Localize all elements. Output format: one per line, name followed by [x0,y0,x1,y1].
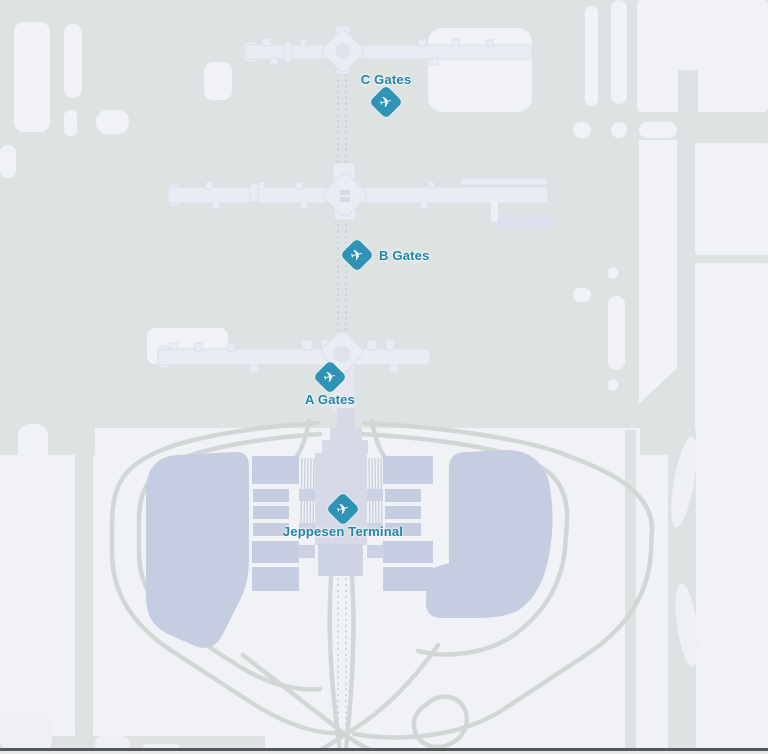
runway-pavement [639,140,677,404]
apron [64,24,82,98]
terminal-step [337,408,354,430]
hub-core [333,345,351,363]
marker-b-gates-label: B Gates [379,247,430,263]
marker-c-gates-label: C Gates [360,72,412,87]
marker-jeppesen-terminal-label: Jeppesen Terminal [282,524,404,539]
garage-block [385,506,421,519]
a-gates-marker-diamond[interactable]: ✈ [313,360,347,394]
road-access-south [327,574,343,753]
concourse-b [167,162,551,228]
road-loop-west-inner [136,431,323,692]
concourse-bar [245,44,533,60]
taxiway-leaf [675,583,699,667]
airplane-icon: ✈ [377,91,395,112]
garage-block [383,541,433,563]
concourse-upper-deck [459,177,549,186]
airplane-icon: ✈ [334,498,352,519]
taxiway [608,296,625,370]
terminal-step [322,440,368,454]
garage-connector [299,489,315,501]
concourse-c [243,25,533,75]
pavement-details [0,436,699,754]
marker-a-gates[interactable]: ✈ A Gates [270,360,390,407]
garage-block [252,567,299,591]
taxiway [585,6,598,106]
gate-stubs [204,181,436,210]
airplane-icon: ✈ [348,244,366,265]
runway-pavement [695,143,768,255]
gate-stubs [261,37,494,66]
apron [18,424,48,464]
terminal-area-pavement [0,455,768,751]
garage-block [253,506,289,519]
taxiway [573,122,591,138]
road-loop-east-inner [359,431,570,657]
hub-core [340,197,350,202]
taxiway [573,288,591,302]
parking-lot-east [425,450,553,618]
grass-strip [0,736,265,751]
garage-block [383,456,433,484]
runway-pavement [695,263,768,463]
garage-connector [367,545,384,558]
terminal-approach [322,408,368,454]
terminal-south-wing [318,544,363,576]
road-loop-east-outer [351,420,655,740]
apron [0,712,52,750]
hub-core [340,190,350,195]
grass-strip [625,430,636,754]
marker-a-gates-label: A Gates [304,392,356,407]
garage-block [252,456,299,484]
airplane-icon: ✈ [321,366,339,387]
grass-strip [678,70,698,114]
garage-block [383,567,433,591]
jet-bridge [491,201,498,222]
map-bottom-margin [0,751,768,754]
roads [109,418,655,754]
hub-core [335,43,351,59]
marker-b-gates[interactable]: ✈ B Gates [340,238,430,272]
taxiway-leaf [671,436,697,528]
apron [14,22,50,132]
remote-stand [497,217,551,228]
b-gates-marker-diamond[interactable]: ✈ [340,238,374,272]
terminal-step [330,428,362,441]
taxiway [611,0,627,104]
garage-connector [298,545,315,558]
garage-block [253,489,289,502]
taxiway [639,122,677,138]
runway-pavement [637,0,768,112]
c-gates-marker-diamond[interactable]: ✈ [369,85,403,119]
garage-connector [299,523,315,535]
jeppesen-terminal-marker-diamond[interactable]: ✈ [326,492,360,526]
taxiway [611,122,627,138]
apron [0,145,16,178]
apron [204,62,232,100]
taxiway-dot [607,267,619,279]
taxiway-dot [607,379,619,391]
marker-jeppesen-terminal[interactable]: ✈ Jeppesen Terminal [273,492,413,539]
marker-c-gates[interactable]: C Gates ✈ [326,72,446,119]
apron [64,110,77,136]
road-return-loop [411,694,469,750]
road-loop-west-outer [109,420,345,736]
garage-block [385,523,421,536]
garage-block [385,489,421,502]
map-bottom-edge-line [0,748,768,751]
parking-lot-west [146,452,249,648]
garage-block [253,523,289,536]
garage-connector [367,523,383,535]
grass-strip [75,415,93,737]
terminal-complex [146,408,553,648]
apron [96,110,129,134]
parking-garage-west [252,456,315,591]
parking-garage-east [367,456,433,591]
garage-block [252,541,299,563]
garage-connector [367,489,383,501]
